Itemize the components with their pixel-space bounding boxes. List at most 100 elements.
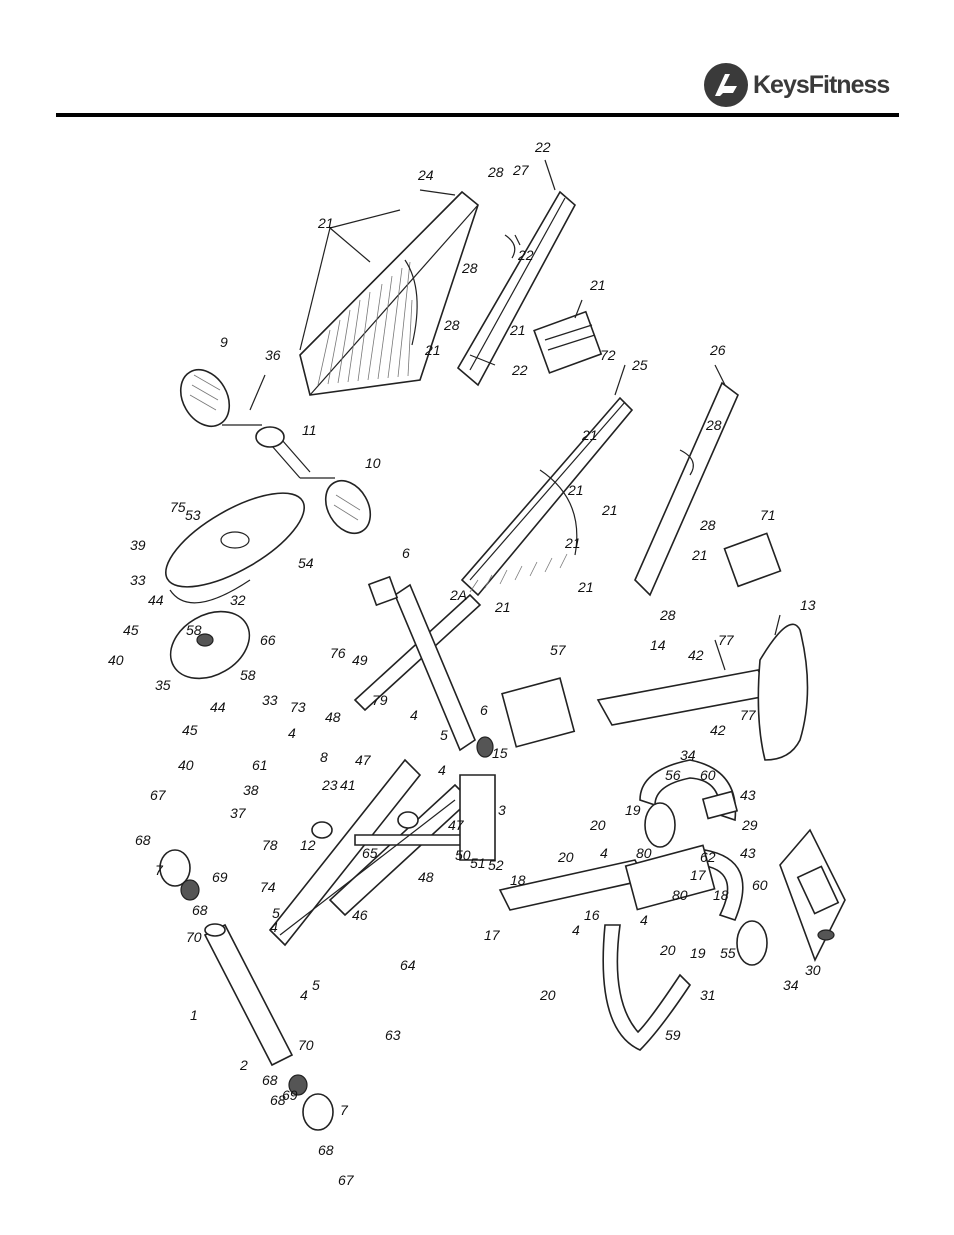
crank-arm-11 [222,424,335,479]
label-21: 21 [494,599,511,615]
label-15: 15 [492,745,508,761]
label-70: 70 [298,1037,314,1053]
label-20: 20 [659,942,676,958]
label-45: 45 [123,622,139,638]
label-18: 18 [510,872,526,888]
keys-fitness-logo-mark-icon [704,63,748,107]
label-26: 26 [709,342,726,358]
label-42: 42 [710,722,726,738]
label-28: 28 [699,517,716,533]
label-28: 28 [443,317,460,333]
end-cap-7-rear [288,1074,334,1131]
front-shroud-26 [634,381,739,597]
page-header: KeysFitness [0,0,954,120]
pulse-grip-34-lower [736,920,768,966]
label-21: 21 [691,547,708,563]
cover-71 [723,532,782,588]
label-32: 32 [230,592,246,608]
slider-57 [501,677,576,748]
label-51: 51 [470,855,486,871]
end-cap-7-front [159,849,200,901]
label-20: 20 [539,987,556,1003]
side-shroud-24 [299,190,479,396]
label-38: 38 [243,782,259,798]
seat-13 [757,623,809,761]
label-34: 34 [783,977,799,993]
label-76: 76 [330,645,346,661]
cover-72 [533,310,603,374]
label-21: 21 [577,579,594,595]
label-61: 61 [252,757,268,773]
label-45: 45 [182,722,198,738]
label-57: 57 [550,642,567,658]
label-34: 34 [680,747,696,763]
label-59: 59 [665,1027,681,1043]
stabilizer-tube-2 [203,923,294,1067]
pedal-9 [179,368,231,428]
label-1: 1 [190,1007,198,1023]
keys-fitness-logo: KeysFitness [703,58,899,112]
label-23: 23 [321,777,338,793]
bottle-holder-43 [701,790,739,820]
label-73: 73 [290,699,306,715]
label-49: 49 [352,652,368,668]
label-22: 22 [511,362,528,378]
label-68: 68 [135,832,151,848]
label-70: 70 [186,929,202,945]
label-44: 44 [210,699,226,715]
label-13: 13 [800,597,816,613]
label-19: 19 [690,945,706,961]
label-4: 4 [270,919,278,935]
grip-60 [639,759,744,921]
label-22: 22 [517,247,534,263]
label-64: 64 [400,957,416,973]
label-3: 3 [498,802,506,818]
label-4: 4 [640,912,648,928]
label-2A: 2A [449,587,467,603]
label-48: 48 [418,869,434,885]
label-25: 25 [631,357,648,373]
label-21: 21 [567,482,584,498]
label-80: 80 [672,887,688,903]
front-shroud-22 [456,190,577,387]
label-37: 37 [230,805,247,821]
label-69: 69 [212,869,228,885]
label-47: 47 [448,817,465,833]
label-28: 28 [659,607,676,623]
label-21: 21 [424,342,441,358]
label-67: 67 [150,787,167,803]
label-6: 6 [402,545,410,561]
label-79: 79 [372,692,388,708]
label-9: 9 [220,334,228,350]
label-36: 36 [265,347,281,363]
label-17: 17 [690,867,707,883]
label-65: 65 [362,845,378,861]
flywheel-35 [169,610,251,680]
label-52: 52 [488,857,504,873]
label-5: 5 [312,977,320,993]
label-20: 20 [589,817,606,833]
label-60: 60 [700,767,716,783]
label-28: 28 [705,417,722,433]
label-47: 47 [355,752,372,768]
label-55: 55 [720,945,736,961]
label-53: 53 [185,507,201,523]
label-39: 39 [130,537,146,553]
label-68: 68 [192,902,208,918]
label-8: 8 [320,749,328,765]
label-21: 21 [589,277,606,293]
label-71: 71 [760,507,776,523]
label-16: 16 [584,907,600,923]
label-50: 50 [455,847,471,863]
label-24: 24 [417,167,434,183]
label-41: 41 [340,777,356,793]
label-56: 56 [665,767,681,783]
header-rule [56,113,899,117]
label-48: 48 [325,709,341,725]
label-43: 43 [740,787,756,803]
label-27: 27 [512,162,530,178]
label-68: 68 [262,1072,278,1088]
label-77: 77 [718,632,735,648]
label-33: 33 [130,572,146,588]
label-29: 29 [741,817,758,833]
